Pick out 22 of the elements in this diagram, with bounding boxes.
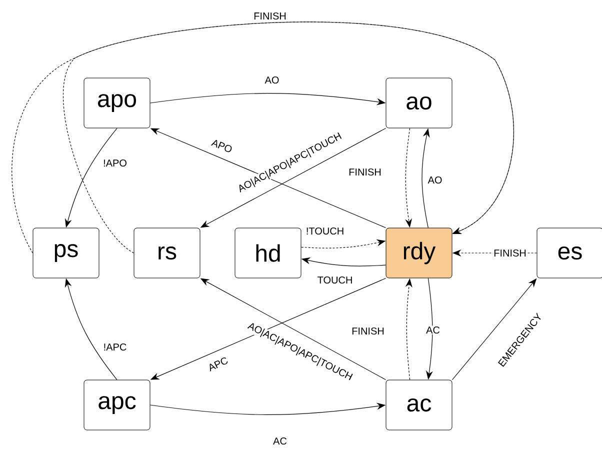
edge-label: AC bbox=[272, 436, 288, 446]
state-box: es bbox=[536, 228, 602, 278]
edge-label: FINISH bbox=[492, 248, 528, 258]
edge-label: FINISH bbox=[348, 168, 382, 176]
edge-label: AC bbox=[425, 326, 441, 334]
state-box: hd bbox=[234, 228, 302, 278]
edge-label: TOUCH bbox=[316, 276, 354, 284]
edge-label: !TOUCH bbox=[305, 226, 345, 236]
edge-label: !APC bbox=[102, 342, 128, 352]
edge-label: !APO bbox=[102, 158, 128, 168]
state-box: ao bbox=[386, 78, 452, 128]
edge-label: APO bbox=[210, 138, 234, 154]
edge-label: FINISH bbox=[252, 12, 288, 20]
state-box: rdy bbox=[386, 228, 452, 278]
state-box: apo bbox=[84, 78, 150, 128]
state-box: ps bbox=[32, 228, 100, 278]
edge-label: AO bbox=[426, 176, 444, 184]
state-box: rs bbox=[134, 228, 200, 278]
edge-label: AO bbox=[264, 76, 280, 84]
state-box: apc bbox=[84, 380, 150, 430]
state-box: ac bbox=[386, 380, 452, 430]
edge-label: APC bbox=[206, 355, 230, 373]
